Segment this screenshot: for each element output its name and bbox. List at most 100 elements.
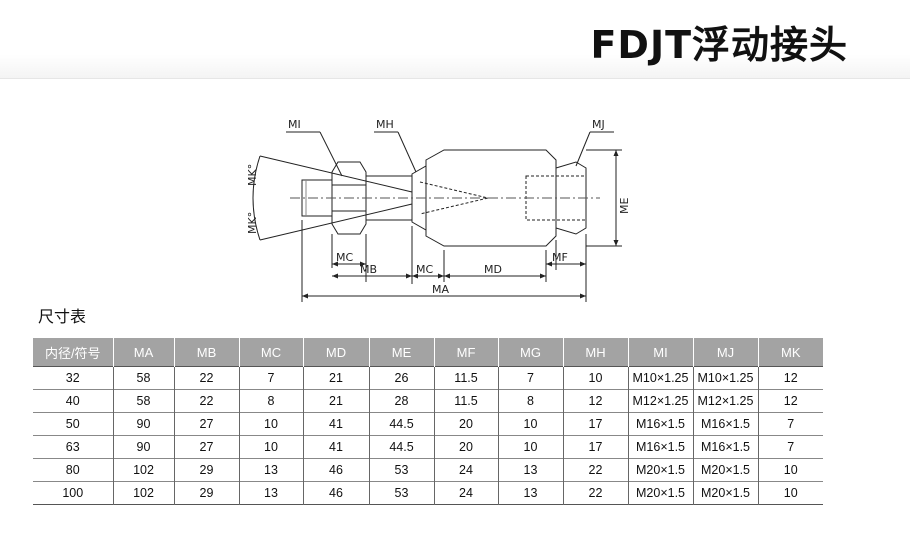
table-cell: M16×1.5	[692, 435, 758, 459]
header-cell: MJ	[692, 338, 758, 367]
table-cell: 22	[173, 366, 239, 390]
label-mb: MB	[360, 263, 377, 276]
table-cell: 90	[112, 412, 174, 436]
table-caption: 尺寸表	[38, 307, 87, 326]
table-cell: 10	[757, 458, 823, 482]
socket-cap	[555, 161, 587, 235]
header-cell: MI	[627, 338, 693, 367]
table-row: 50 90 27 10 41 44.5 20 10 17 M16×1.5 M16…	[33, 412, 823, 436]
table-cell: 58	[112, 389, 174, 413]
table-cell: 13	[238, 458, 303, 482]
header-band: FDJT浮动接头	[0, 0, 910, 79]
table-row: 32 58 22 7 21 26 11.5 7 10 M10×1.25 M10×…	[33, 366, 823, 390]
table-cell: 46	[302, 481, 369, 505]
table-cell: 102	[112, 481, 174, 505]
label-mj: MJ	[592, 118, 605, 131]
header-cell: MG	[497, 338, 563, 367]
table-cell: 12	[757, 389, 823, 413]
table-cell: 29	[173, 458, 239, 482]
table-cell: 7	[497, 366, 563, 390]
table-row: 40 58 22 8 21 28 11.5 8 12 M12×1.25 M12×…	[33, 389, 823, 413]
header-cell: MB	[173, 338, 239, 367]
label-mf: MF	[552, 251, 568, 264]
table-cell: 10	[562, 366, 628, 390]
label-mc-left: MC	[336, 251, 353, 264]
table-cell: 22	[173, 389, 239, 413]
table-cell: 58	[112, 366, 174, 390]
table-cell: 7	[757, 435, 823, 459]
table-cell: 7	[757, 412, 823, 436]
table-cell: 32	[33, 366, 113, 390]
table-cell: 24	[433, 481, 498, 505]
table-cell: 24	[433, 458, 498, 482]
table-cell: 102	[112, 458, 174, 482]
table-header-row: 内径/符号 MA MB MC MD ME MF MG MH MI MJ MK	[33, 338, 823, 367]
table-cell: M10×1.25	[692, 366, 758, 390]
table-cell: M12×1.25	[627, 389, 693, 413]
table-cell: 12	[562, 389, 628, 413]
table-cell: 21	[302, 366, 369, 390]
floating-joint-drawing: MI MH MJ MK° MK° ME MC MB MC MD MF MA	[246, 118, 630, 302]
label-mi: MI	[288, 118, 301, 131]
header-cell: MF	[433, 338, 498, 367]
table-cell: 41	[302, 412, 369, 436]
table-cell: 90	[112, 435, 174, 459]
table-cell: M16×1.5	[627, 412, 693, 436]
label-ma: MA	[432, 283, 449, 296]
table-cell: 10	[757, 481, 823, 505]
table-cell: 13	[238, 481, 303, 505]
table-row: 63 90 27 10 41 44.5 20 10 17 M16×1.5 M16…	[33, 435, 823, 459]
table-cell: 10	[238, 412, 303, 436]
table-cell: 22	[562, 458, 628, 482]
table-cell: 41	[302, 435, 369, 459]
table-cell: M20×1.5	[692, 458, 758, 482]
table-cell: 53	[368, 481, 434, 505]
table-cell: 26	[368, 366, 434, 390]
table-cell: 11.5	[433, 389, 498, 413]
header-cell: MK	[757, 338, 823, 367]
table-cell: M16×1.5	[692, 412, 758, 436]
label-md: MD	[484, 263, 502, 276]
table-cell: 50	[33, 412, 113, 436]
table-cell: 13	[497, 481, 563, 505]
table-cell: 10	[497, 412, 563, 436]
label-mk-bottom: MK°	[246, 212, 259, 234]
label-mc-mid: MC	[416, 263, 433, 276]
header-cell: MA	[112, 338, 174, 367]
table-cell: 100	[33, 481, 113, 505]
table-cell: 63	[33, 435, 113, 459]
header-cell: 内径/符号	[33, 338, 113, 367]
table-cell: M10×1.25	[627, 366, 693, 390]
table-cell: 20	[433, 435, 498, 459]
table-cell: 10	[497, 435, 563, 459]
header-cell: MC	[238, 338, 303, 367]
table-cell: 27	[173, 435, 239, 459]
dimension-table: 内径/符号 MA MB MC MD ME MF MG MH MI MJ MK 3…	[33, 338, 823, 505]
table-cell: 21	[302, 389, 369, 413]
table-cell: 8	[238, 389, 303, 413]
table-cell: 44.5	[368, 412, 434, 436]
label-mh: MH	[376, 118, 394, 131]
table-cell: M12×1.25	[692, 389, 758, 413]
table-cell: 17	[562, 412, 628, 436]
table-cell: 20	[433, 412, 498, 436]
table-cell: 46	[302, 458, 369, 482]
table-cell: 11.5	[433, 366, 498, 390]
label-mk-top: MK°	[246, 164, 259, 186]
page-title: FDJT浮动接头	[590, 23, 848, 67]
table-cell: 27	[173, 412, 239, 436]
table-cell: 12	[757, 366, 823, 390]
table-cell: M16×1.5	[627, 435, 693, 459]
table-cell: 17	[562, 435, 628, 459]
table-cell: M20×1.5	[627, 458, 693, 482]
table-cell: 80	[33, 458, 113, 482]
table-cell: 8	[497, 389, 563, 413]
table-cell: 7	[238, 366, 303, 390]
header-cell: MH	[562, 338, 628, 367]
table-cell: 28	[368, 389, 434, 413]
table-cell: 22	[562, 481, 628, 505]
table-row: 80 102 29 13 46 53 24 13 22 M20×1.5 M20×…	[33, 458, 823, 482]
label-me: ME	[618, 198, 630, 214]
table-cell: M20×1.5	[627, 481, 693, 505]
table-cell: 13	[497, 458, 563, 482]
